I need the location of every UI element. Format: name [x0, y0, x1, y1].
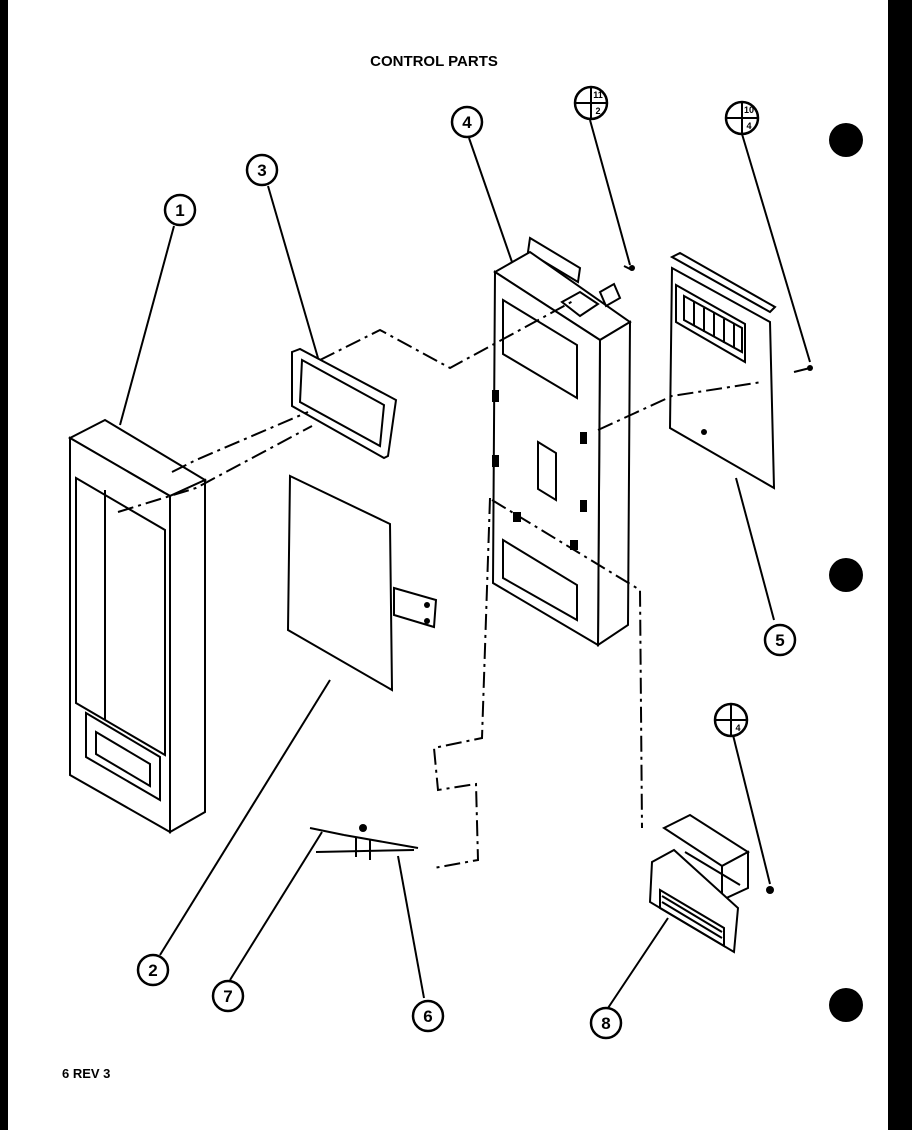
assembly-line-frame-sheet: [117, 425, 313, 513]
leader-lines: [119, 119, 811, 1009]
assembly-line-bracket-latch: [491, 499, 643, 829]
part-2-sheet: [286, 474, 438, 692]
diagram-title: CONTROL PARTS: [370, 53, 498, 70]
callout-8: 8: [589, 1006, 623, 1040]
binder-hole-middle: [829, 558, 863, 592]
screw-callout-4: 4: [713, 702, 749, 738]
svg-text:2: 2: [595, 106, 600, 116]
callout-3: 3: [245, 153, 279, 187]
callout-7: 7: [211, 979, 245, 1013]
screw-part-4-bracket: [623, 265, 635, 271]
callout-4: 4: [450, 105, 484, 139]
part-5-circuit-board: [668, 251, 777, 490]
assembly-line-bracket-board: [597, 381, 763, 431]
svg-text:11: 11: [593, 90, 603, 100]
callout-2: 2: [136, 953, 170, 987]
svg-text:2: 2: [148, 961, 157, 980]
svg-text:1: 1: [175, 201, 184, 220]
callout-1: 1: [163, 193, 197, 227]
page-revision: 6 REV 3: [62, 1066, 110, 1081]
part-4-control-bracket: [491, 236, 632, 647]
assembly-line-bracket-spring: [432, 497, 491, 869]
callout-6: 6: [411, 999, 445, 1033]
assembly-line-frame-window: [171, 411, 309, 473]
binder-hole-top: [829, 123, 863, 157]
screw-part-8-latch: [766, 886, 774, 894]
callout-5: 5: [763, 623, 797, 657]
screw-callout-10-4: 10 4: [724, 100, 760, 136]
part-6-7-spring-lever: [309, 824, 419, 860]
svg-text:3: 3: [257, 161, 266, 180]
svg-text:4: 4: [462, 113, 472, 132]
svg-text:4: 4: [746, 121, 751, 131]
binder-hole-bottom: [829, 988, 863, 1022]
part-3-window: [291, 347, 398, 460]
svg-text:10: 10: [744, 105, 754, 115]
svg-text:8: 8: [601, 1014, 610, 1033]
assembly-line-window-bracket: [319, 299, 576, 370]
svg-text:7: 7: [223, 987, 232, 1006]
svg-text:6: 6: [423, 1007, 432, 1026]
screw-callout-11-2: 11 2: [573, 85, 609, 121]
svg-text:4: 4: [735, 723, 740, 733]
part-1-control-panel-frame: [67, 418, 208, 834]
part-8-latch-switch: [648, 813, 750, 954]
svg-text:5: 5: [775, 631, 784, 650]
screw-part-5-board: [793, 365, 813, 373]
